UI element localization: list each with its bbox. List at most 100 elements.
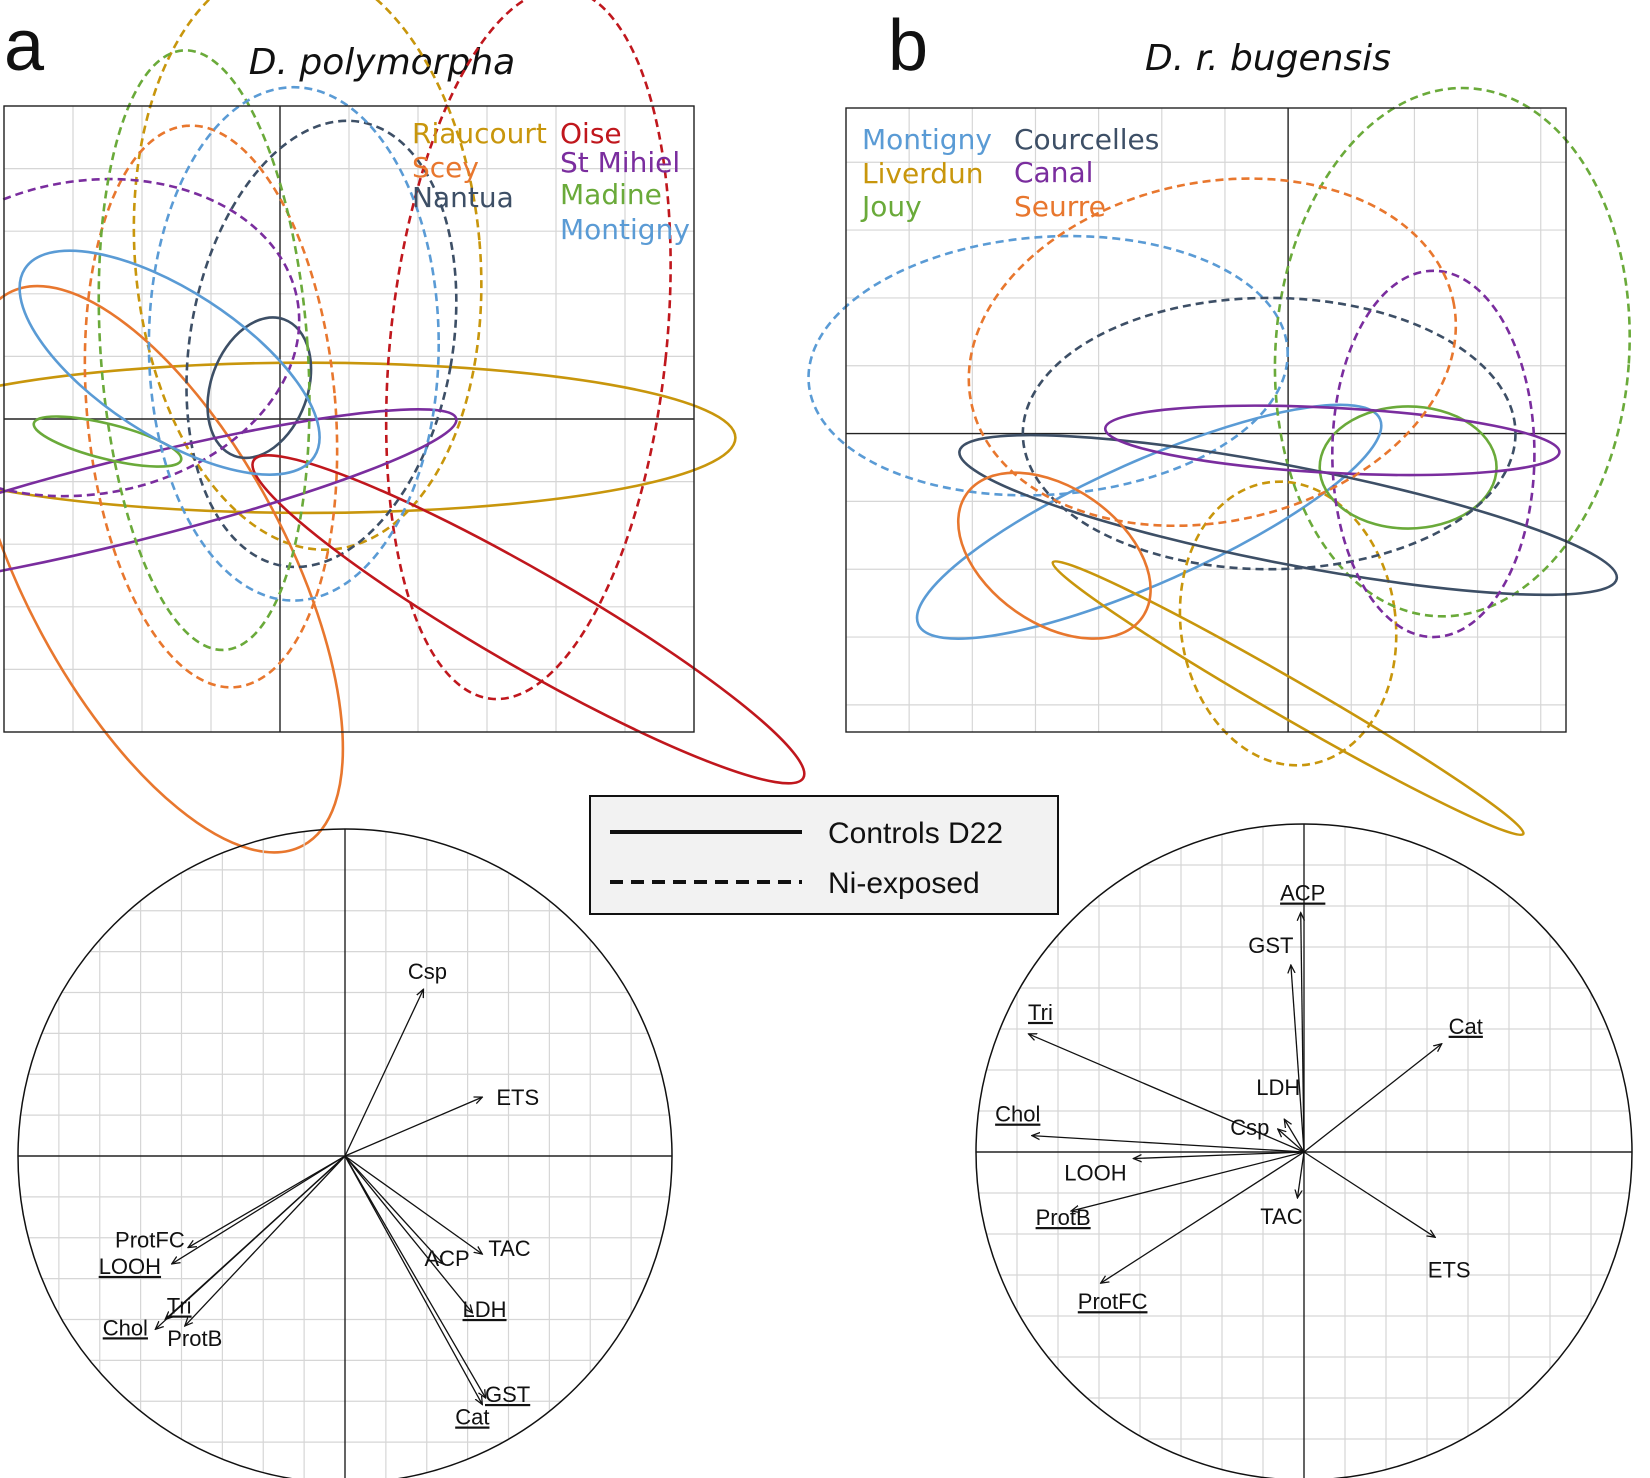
panel-b-species: D. r. bugensis (1145, 38, 1391, 79)
legend-liverdun: Liverdun (862, 157, 983, 190)
legend-nantua: Nantua (412, 181, 514, 214)
ellipse-courcelles-exposed (1021, 296, 1517, 571)
arrow-protfc (188, 1155, 346, 1248)
ellipse-madine-control (32, 415, 183, 468)
ellipse-nantua-control (206, 316, 313, 460)
var-label-tri: Tri (1028, 1000, 1053, 1025)
panel-b-letter: b (888, 6, 928, 86)
ellipse-nantua-exposed (185, 119, 458, 569)
legend-oise: Oise (560, 117, 622, 150)
ellipse-seurre-control (956, 471, 1152, 640)
ellipse-riaucourt-exposed (132, 0, 483, 552)
var-label-ldh: LDH (1256, 1075, 1300, 1100)
arrow-ldh (1284, 1119, 1305, 1153)
var-label-csp: Csp (408, 959, 447, 984)
arrow-tac (344, 1155, 482, 1254)
plot-frame (845, 107, 1567, 733)
var-label-protb: ProtB (1036, 1205, 1091, 1230)
var-label-ldh: LDH (463, 1297, 507, 1322)
arrow-cat (344, 1155, 482, 1405)
ellipse-canal-control (1103, 404, 1561, 477)
legend-riaucourt: Riaucourt (412, 117, 547, 150)
var-label-chol: Chol (995, 1102, 1040, 1127)
ellipse-montigny-exposed (147, 85, 440, 602)
legend-st-mihiel: St Mihiel (560, 146, 680, 179)
ellipse-st-mihiel-exposed (0, 177, 301, 498)
ellipse-montigny-exposed (807, 234, 1289, 497)
var-label-cat: Cat (1449, 1014, 1483, 1039)
arrow-tac (1297, 1151, 1305, 1198)
arrow-acp (344, 1155, 443, 1264)
legend-jouy: Jouy (860, 190, 922, 223)
var-label-ets: ETS (1428, 1257, 1471, 1282)
arrow-chol (155, 1155, 346, 1329)
legend-madine: Madine (560, 178, 662, 211)
ellipse-liverdun-exposed (1178, 480, 1398, 767)
arrow-protfc (1101, 1151, 1305, 1283)
var-label-cat: Cat (455, 1405, 489, 1430)
arrow-protb (1071, 1151, 1305, 1211)
var-label-protb: ProtB (167, 1326, 222, 1351)
legend-scey: Scey (412, 151, 479, 184)
legend-courcelles: Courcelles (1014, 123, 1159, 156)
arrow-looh (172, 1155, 346, 1264)
ellipse-courcelles-control (958, 433, 1619, 597)
ellipse-jouy-control (1318, 405, 1498, 530)
var-label-looh: LOOH (1064, 1161, 1126, 1186)
var-label-tac: TAC (1260, 1204, 1302, 1229)
arrow-csp (344, 989, 423, 1157)
ellipse-st-mihiel-control (0, 407, 458, 593)
var-label-gst: GST (485, 1382, 530, 1407)
arrow-cat (1303, 1044, 1442, 1153)
unit-circle (17, 828, 673, 1478)
arrow-ets (344, 1097, 482, 1157)
ellipse-liverdun-control (1051, 560, 1525, 837)
var-label-tac: TAC (488, 1236, 530, 1261)
ellipse-canal-exposed (1331, 269, 1536, 639)
var-label-gst: GST (1248, 933, 1293, 958)
legend-montigny: Montigny (560, 213, 690, 246)
var-label-acp: ACP (424, 1246, 469, 1271)
line-style-legend: Controls D22 Ni-exposed (589, 795, 1059, 915)
unit-circle (975, 823, 1633, 1478)
ellipse-plot-a (0, 0, 806, 854)
arrow-acp (1301, 913, 1304, 1153)
ellipse-oise-exposed (384, 0, 672, 701)
legend-seurre: Seurre (1014, 190, 1106, 223)
arrow-chol (1032, 1136, 1305, 1153)
ellipse-madine-exposed (97, 49, 311, 652)
var-label-chol: Chol (103, 1315, 148, 1340)
correlation-circle-b: ACPGSTCatTriLDHCspCholLOOHTACETSProtBPro… (975, 823, 1633, 1478)
var-label-looh: LOOH (99, 1254, 161, 1279)
panel-a-species: D. polymorpha (249, 42, 515, 83)
ellipse-scey-control (0, 284, 345, 854)
arrow-csp (1278, 1129, 1305, 1153)
ellipse-scey-exposed (83, 124, 339, 689)
plot-frame (3, 105, 695, 733)
var-label-csp: Csp (1230, 1115, 1269, 1140)
panel-a-letter: a (4, 6, 45, 86)
ellipse-montigny-control (915, 403, 1383, 640)
arrow-ldh (344, 1155, 473, 1313)
arrow-ets (1303, 1151, 1435, 1237)
var-label-protfc: ProtFC (115, 1228, 185, 1253)
legend-montigny: Montigny (862, 123, 992, 156)
line-style-legend-box (589, 795, 1059, 915)
ellipse-montigny-control (18, 249, 321, 476)
arrow-tri (1028, 1034, 1305, 1153)
var-label-ets: ETS (496, 1085, 539, 1110)
legend-canal: Canal (1014, 156, 1093, 189)
arrow-gst (344, 1155, 486, 1398)
arrow-gst (1291, 965, 1305, 1153)
ellipse-jouy-exposed (1273, 86, 1631, 618)
dashed-line-label: Ni-exposed (828, 867, 980, 900)
arrow-looh (1133, 1151, 1305, 1159)
var-label-acp: ACP (1280, 881, 1325, 906)
arrow-protb (185, 1155, 346, 1326)
solid-line-label: Controls D22 (828, 817, 1003, 850)
ellipse-oise-control (251, 454, 806, 785)
